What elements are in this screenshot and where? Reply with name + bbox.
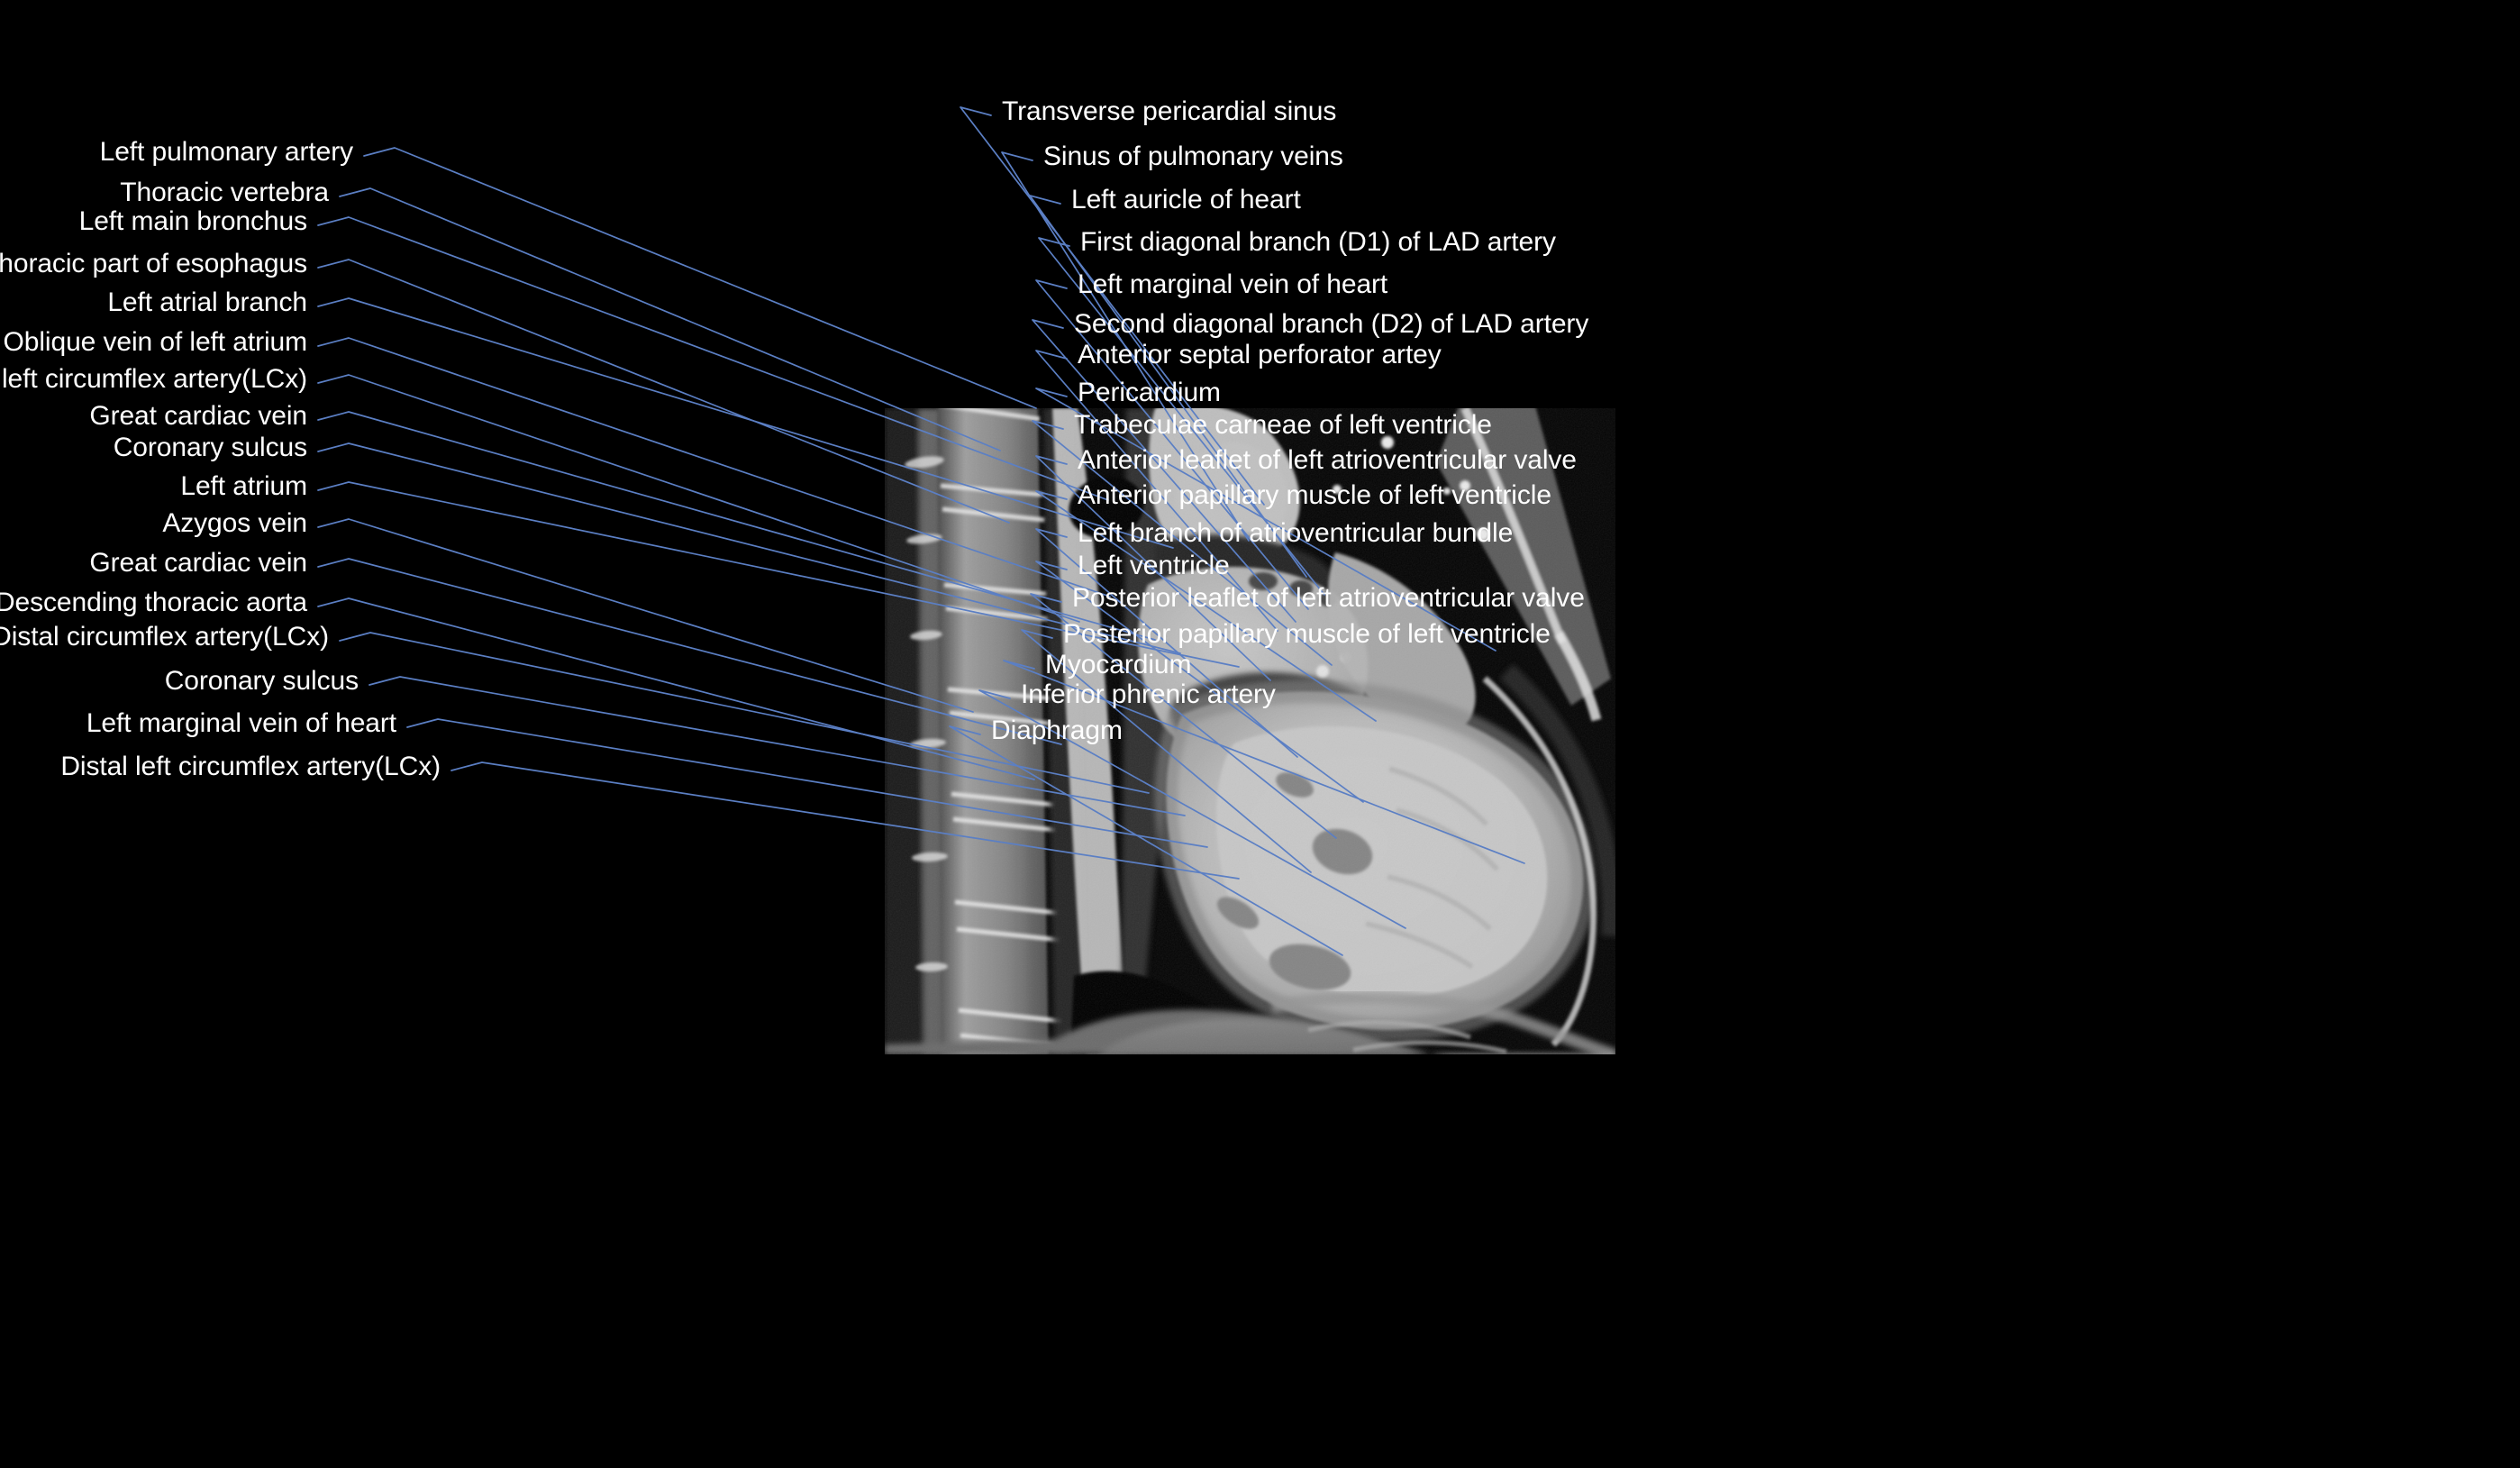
annotation-label: Proximal left circumflex artery(LCx) xyxy=(0,364,307,394)
annotation-label: Left marginal vein of heart xyxy=(86,708,396,738)
annotation-label: Diaphragm xyxy=(991,716,1123,745)
leader-line xyxy=(363,147,1037,409)
annotation-label: Myocardium xyxy=(1045,650,1192,679)
annotation-label: Distal left circumflex artery(LCx) xyxy=(60,752,441,781)
annotation-label: First diagonal branch (D1) of LAD artery xyxy=(1080,227,1556,257)
annotation-label: Anterior leaflet of left atrioventricula… xyxy=(1078,445,1577,475)
annotation-label: Coronary sulcus xyxy=(113,433,307,462)
annotation-label: Posterior leaflet of left atrioventricul… xyxy=(1072,583,1585,613)
annotation-label: Left atrium xyxy=(180,471,307,501)
annotation-label: Distal circumflex artery(LCx) xyxy=(0,622,329,652)
annotation-label: Inferior phrenic artery xyxy=(1021,679,1276,709)
annotation-label: Coronary sulcus xyxy=(164,666,359,696)
annotation-label: Anterior papillary muscle of left ventri… xyxy=(1078,480,1551,510)
annotation-label: Left atrial branch xyxy=(107,287,307,317)
annotation-label: Left marginal vein of heart xyxy=(1078,269,1388,299)
annotation-label: Left branch of atrioventricular bundle xyxy=(1078,518,1514,548)
annotation-label: Azygos vein xyxy=(162,508,307,538)
annotation-label: Descending thoracic aorta xyxy=(0,588,307,617)
annotation-label: Transverse pericardial sinus xyxy=(1002,96,1337,126)
annotation-label: Left ventricle xyxy=(1078,551,1230,580)
annotation-label: Sinus of pulmonary veins xyxy=(1043,141,1343,171)
annotation-label: Left main bronchus xyxy=(78,206,307,236)
annotation-label: Pericardium xyxy=(1078,378,1221,407)
annotation-label: Anterior septal perforator artey xyxy=(1078,340,1442,369)
annotation-label: Great cardiac vein xyxy=(89,401,307,431)
annotation-label: Second diagonal branch (D2) of LAD arter… xyxy=(1074,309,1589,339)
annotation-label: Thoracic vertebra xyxy=(120,178,329,207)
annotation-label: Left auricle of heart xyxy=(1071,185,1301,214)
annotation-label: Posterior papillary muscle of left ventr… xyxy=(1063,619,1551,649)
annotation-label: Left pulmonary artery xyxy=(99,137,353,167)
annotation-label: Oblique vein of left atrium xyxy=(3,327,308,357)
annotation-label: Great cardiac vein xyxy=(89,548,307,578)
annotation-label: Trabeculae carneae of left ventricle xyxy=(1074,410,1492,440)
annotation-label: Thoracic part of esophagus xyxy=(0,249,307,278)
leader-line xyxy=(317,518,974,713)
